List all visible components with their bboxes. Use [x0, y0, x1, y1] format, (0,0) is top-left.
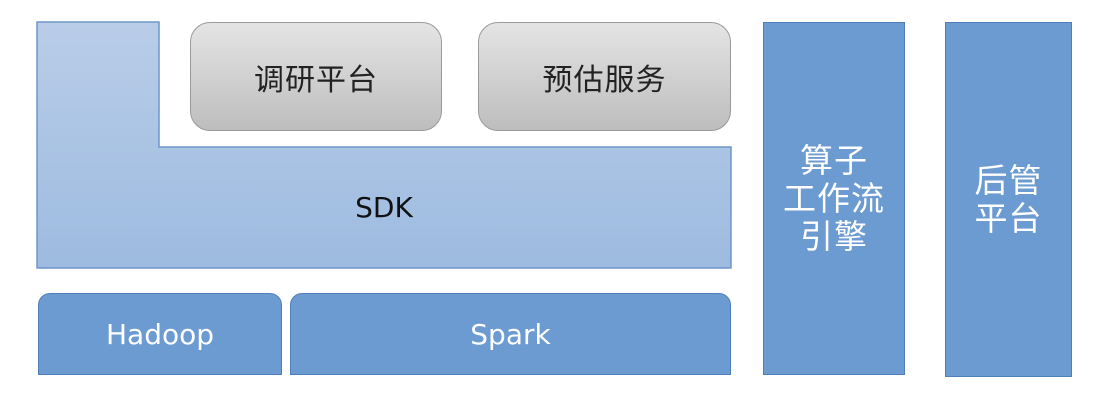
spark-box: Spark [290, 293, 731, 375]
admin-platform-box: 后管 平台 [945, 22, 1072, 377]
estimation-service-box: 预估服务 [478, 22, 731, 131]
hadoop-box: Hadoop [38, 293, 282, 375]
sdk-label: SDK [355, 191, 413, 224]
operator-workflow-engine-box: 算子 工作流 引擎 [763, 22, 905, 375]
research-platform-box: 调研平台 [190, 22, 442, 131]
